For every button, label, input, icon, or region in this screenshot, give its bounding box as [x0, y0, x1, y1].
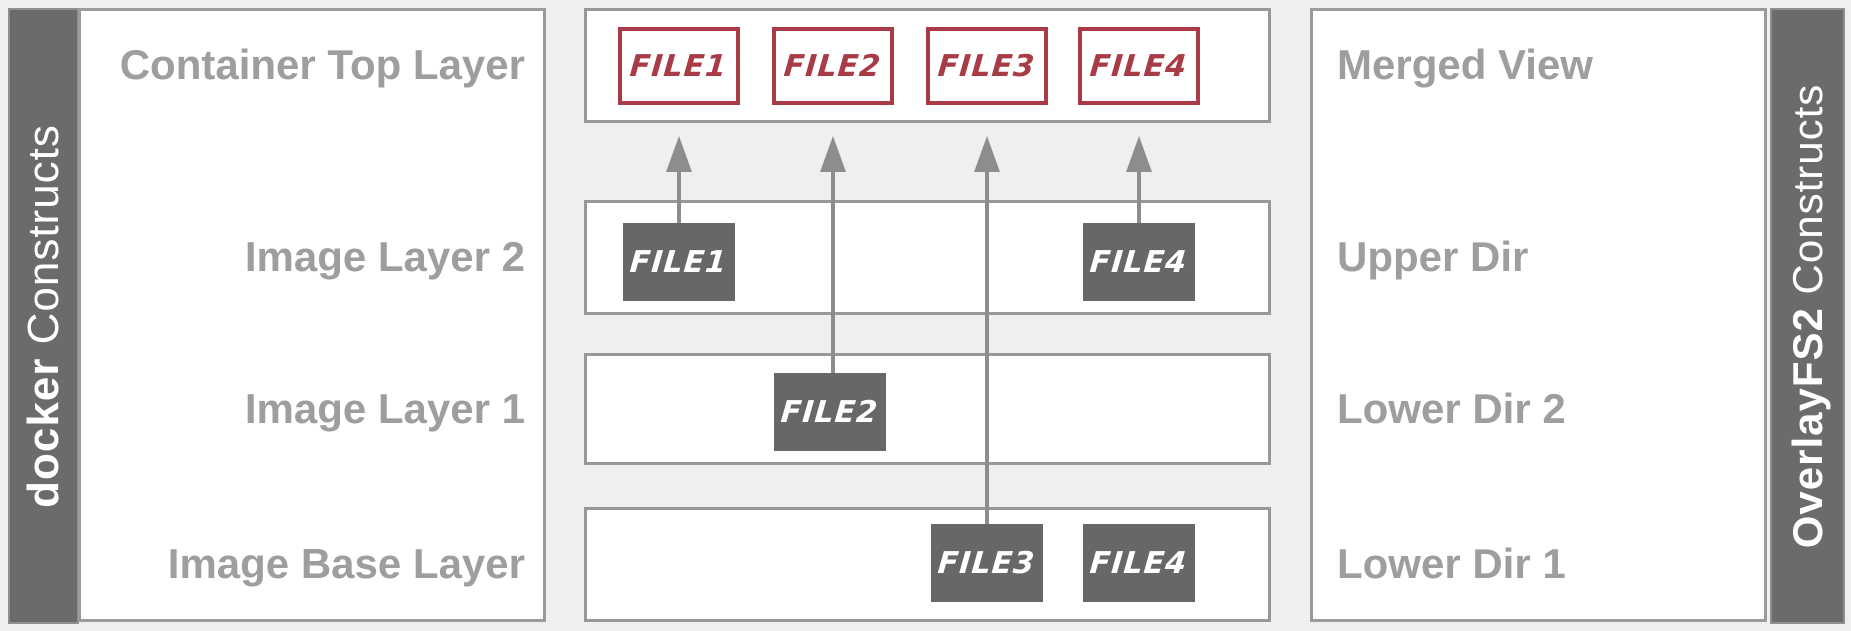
upper-dir-file1-label: FILE1	[628, 244, 730, 280]
upper-dir-box: FILE1 FILE4	[584, 200, 1271, 315]
merged-file2-label: FILE2	[782, 48, 884, 84]
image-base-layer-label: Image Base Layer	[167, 540, 525, 587]
merged-file3-label: FILE3	[936, 48, 1038, 84]
lower-dir-1-box: FILE3 FILE4	[584, 507, 1271, 622]
arrow-line	[1137, 170, 1141, 223]
docker-constructs-vertical-label: docker Constructs	[19, 124, 69, 508]
upper-dir-file4-label: FILE4	[1088, 244, 1190, 280]
image-layer-1-label: Image Layer 1	[244, 385, 525, 432]
arrow-line	[985, 170, 989, 524]
lower-dir1-file4-box: FILE4	[1083, 524, 1195, 602]
arrow-head-icon	[974, 136, 1000, 172]
lower-dir-2-box: FILE2	[584, 353, 1271, 465]
upper-dir-file1-box: FILE1	[623, 223, 735, 301]
merged-file1-box: FILE1	[618, 27, 740, 105]
image-layer-2-label: Image Layer 2	[244, 233, 525, 280]
upper-dir-label: Upper Dir	[1337, 233, 1529, 280]
lower-dir1-file3-label: FILE3	[936, 545, 1038, 581]
arrow-head-icon	[1126, 136, 1152, 172]
constructs-text: Constructs	[1783, 83, 1831, 308]
lower-dir1-file4-label: FILE4	[1088, 545, 1190, 581]
arrow-head-icon	[820, 136, 846, 172]
docker-constructs-sidebar: docker Constructs	[8, 8, 79, 624]
merged-file4-box: FILE4	[1078, 27, 1200, 105]
merged-file3-box: FILE3	[926, 27, 1048, 105]
lower-dir1-file3-box: FILE3	[931, 524, 1043, 602]
lower-dir2-file2-label: FILE2	[779, 394, 881, 430]
docker-layers-panel: Container Top Layer Image Layer 2 Image …	[78, 8, 546, 622]
merged-file2-box: FILE2	[772, 27, 894, 105]
lower-dir-1-label: Lower Dir 1	[1337, 540, 1566, 587]
lower-dir-2-label: Lower Dir 2	[1337, 385, 1566, 432]
overlayfs2-bold-text: OverlayFS2	[1783, 307, 1831, 549]
overlayfs2-constructs-vertical-label: OverlayFS2 Constructs	[1784, 84, 1832, 549]
arrow-head-icon	[666, 136, 692, 172]
arrow-line	[831, 170, 835, 373]
overlayfs2-constructs-sidebar: OverlayFS2 Constructs	[1770, 8, 1845, 624]
lower-dir2-file2-box: FILE2	[774, 373, 886, 451]
container-top-layer-label: Container Top Layer	[119, 41, 525, 88]
docker-bold-text: docker	[18, 357, 68, 508]
arrow-line	[677, 170, 681, 223]
merged-view-box: FILE1 FILE2 FILE3 FILE4	[584, 8, 1271, 123]
merged-view-label: Merged View	[1337, 41, 1593, 88]
merged-file4-label: FILE4	[1088, 48, 1190, 84]
upper-dir-file4-box: FILE4	[1083, 223, 1195, 301]
merged-file1-label: FILE1	[628, 48, 730, 84]
constructs-text: Constructs	[18, 124, 68, 358]
overlayfs-dirs-panel: Merged View Upper Dir Lower Dir 2 Lower …	[1310, 8, 1767, 622]
